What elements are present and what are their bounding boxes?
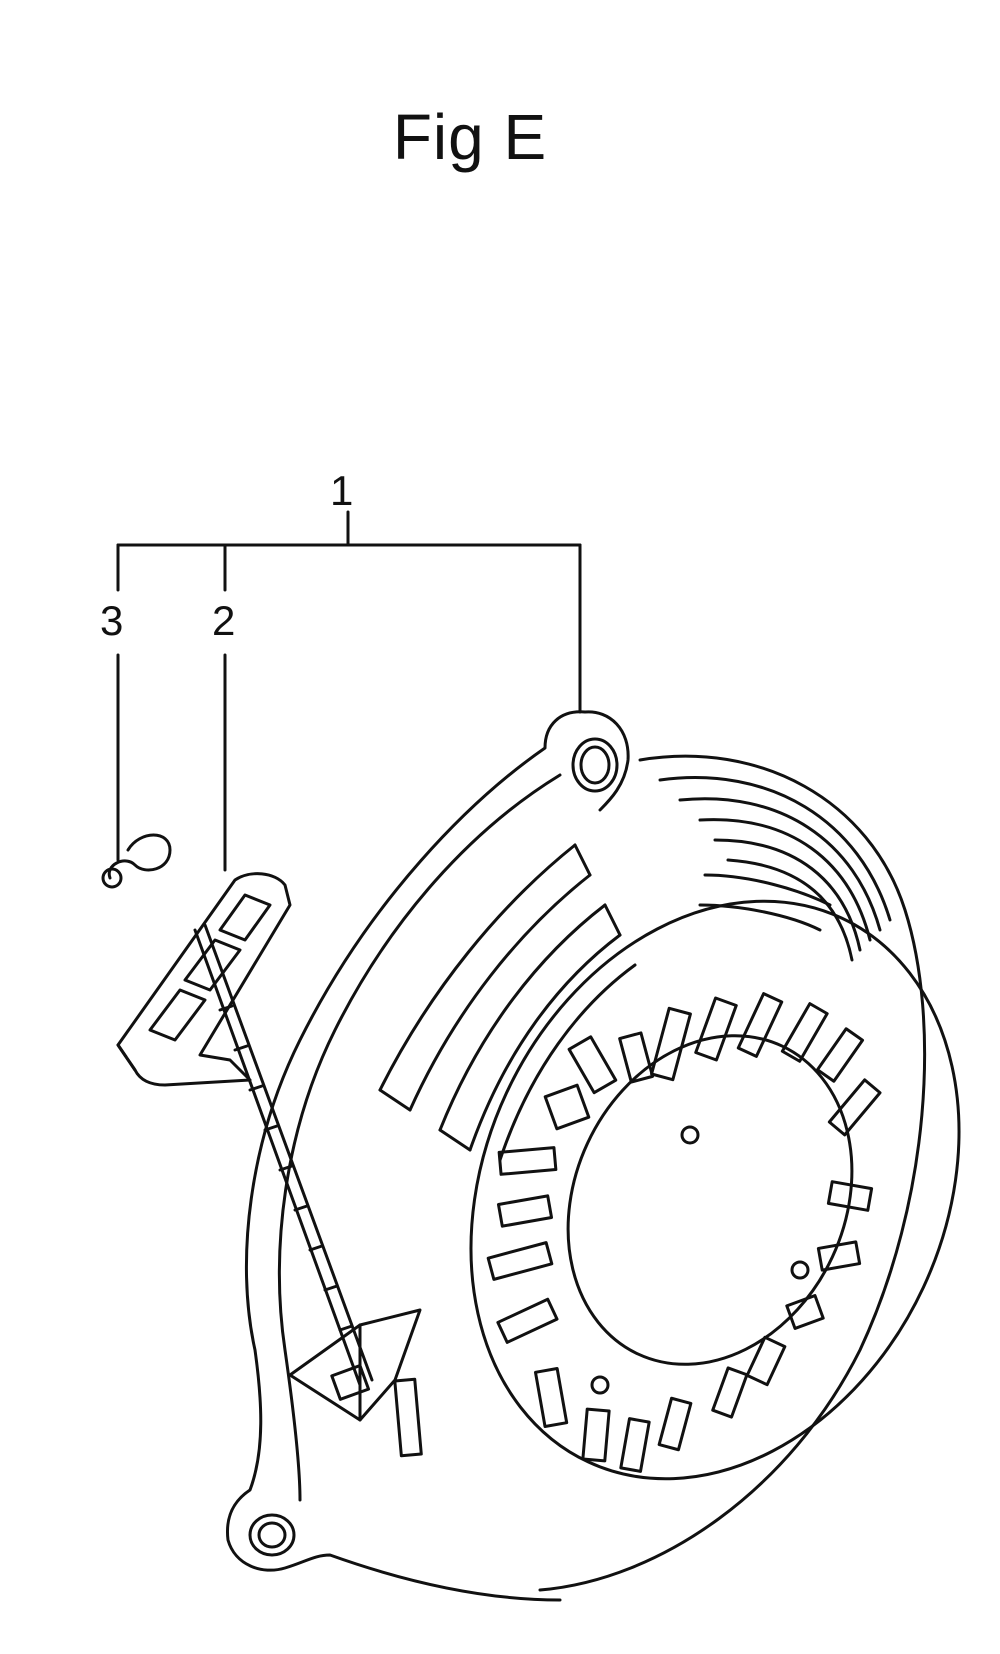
callout-handle: 2 — [212, 597, 236, 644]
leader-lines — [116, 510, 582, 872]
mounting-plate — [225, 710, 630, 1602]
callout-assembly: 1 — [330, 467, 354, 514]
housing-ribs — [378, 843, 832, 1162]
vent-slots — [486, 992, 882, 1473]
housing-drum — [469, 754, 961, 1592]
callout-knot: 3 — [100, 597, 124, 644]
figure-title: Fig E — [392, 101, 548, 173]
starter-handle — [116, 872, 292, 1087]
starter-rope — [193, 923, 374, 1387]
rope-knot — [101, 833, 172, 889]
rope-guide — [288, 1308, 423, 1458]
